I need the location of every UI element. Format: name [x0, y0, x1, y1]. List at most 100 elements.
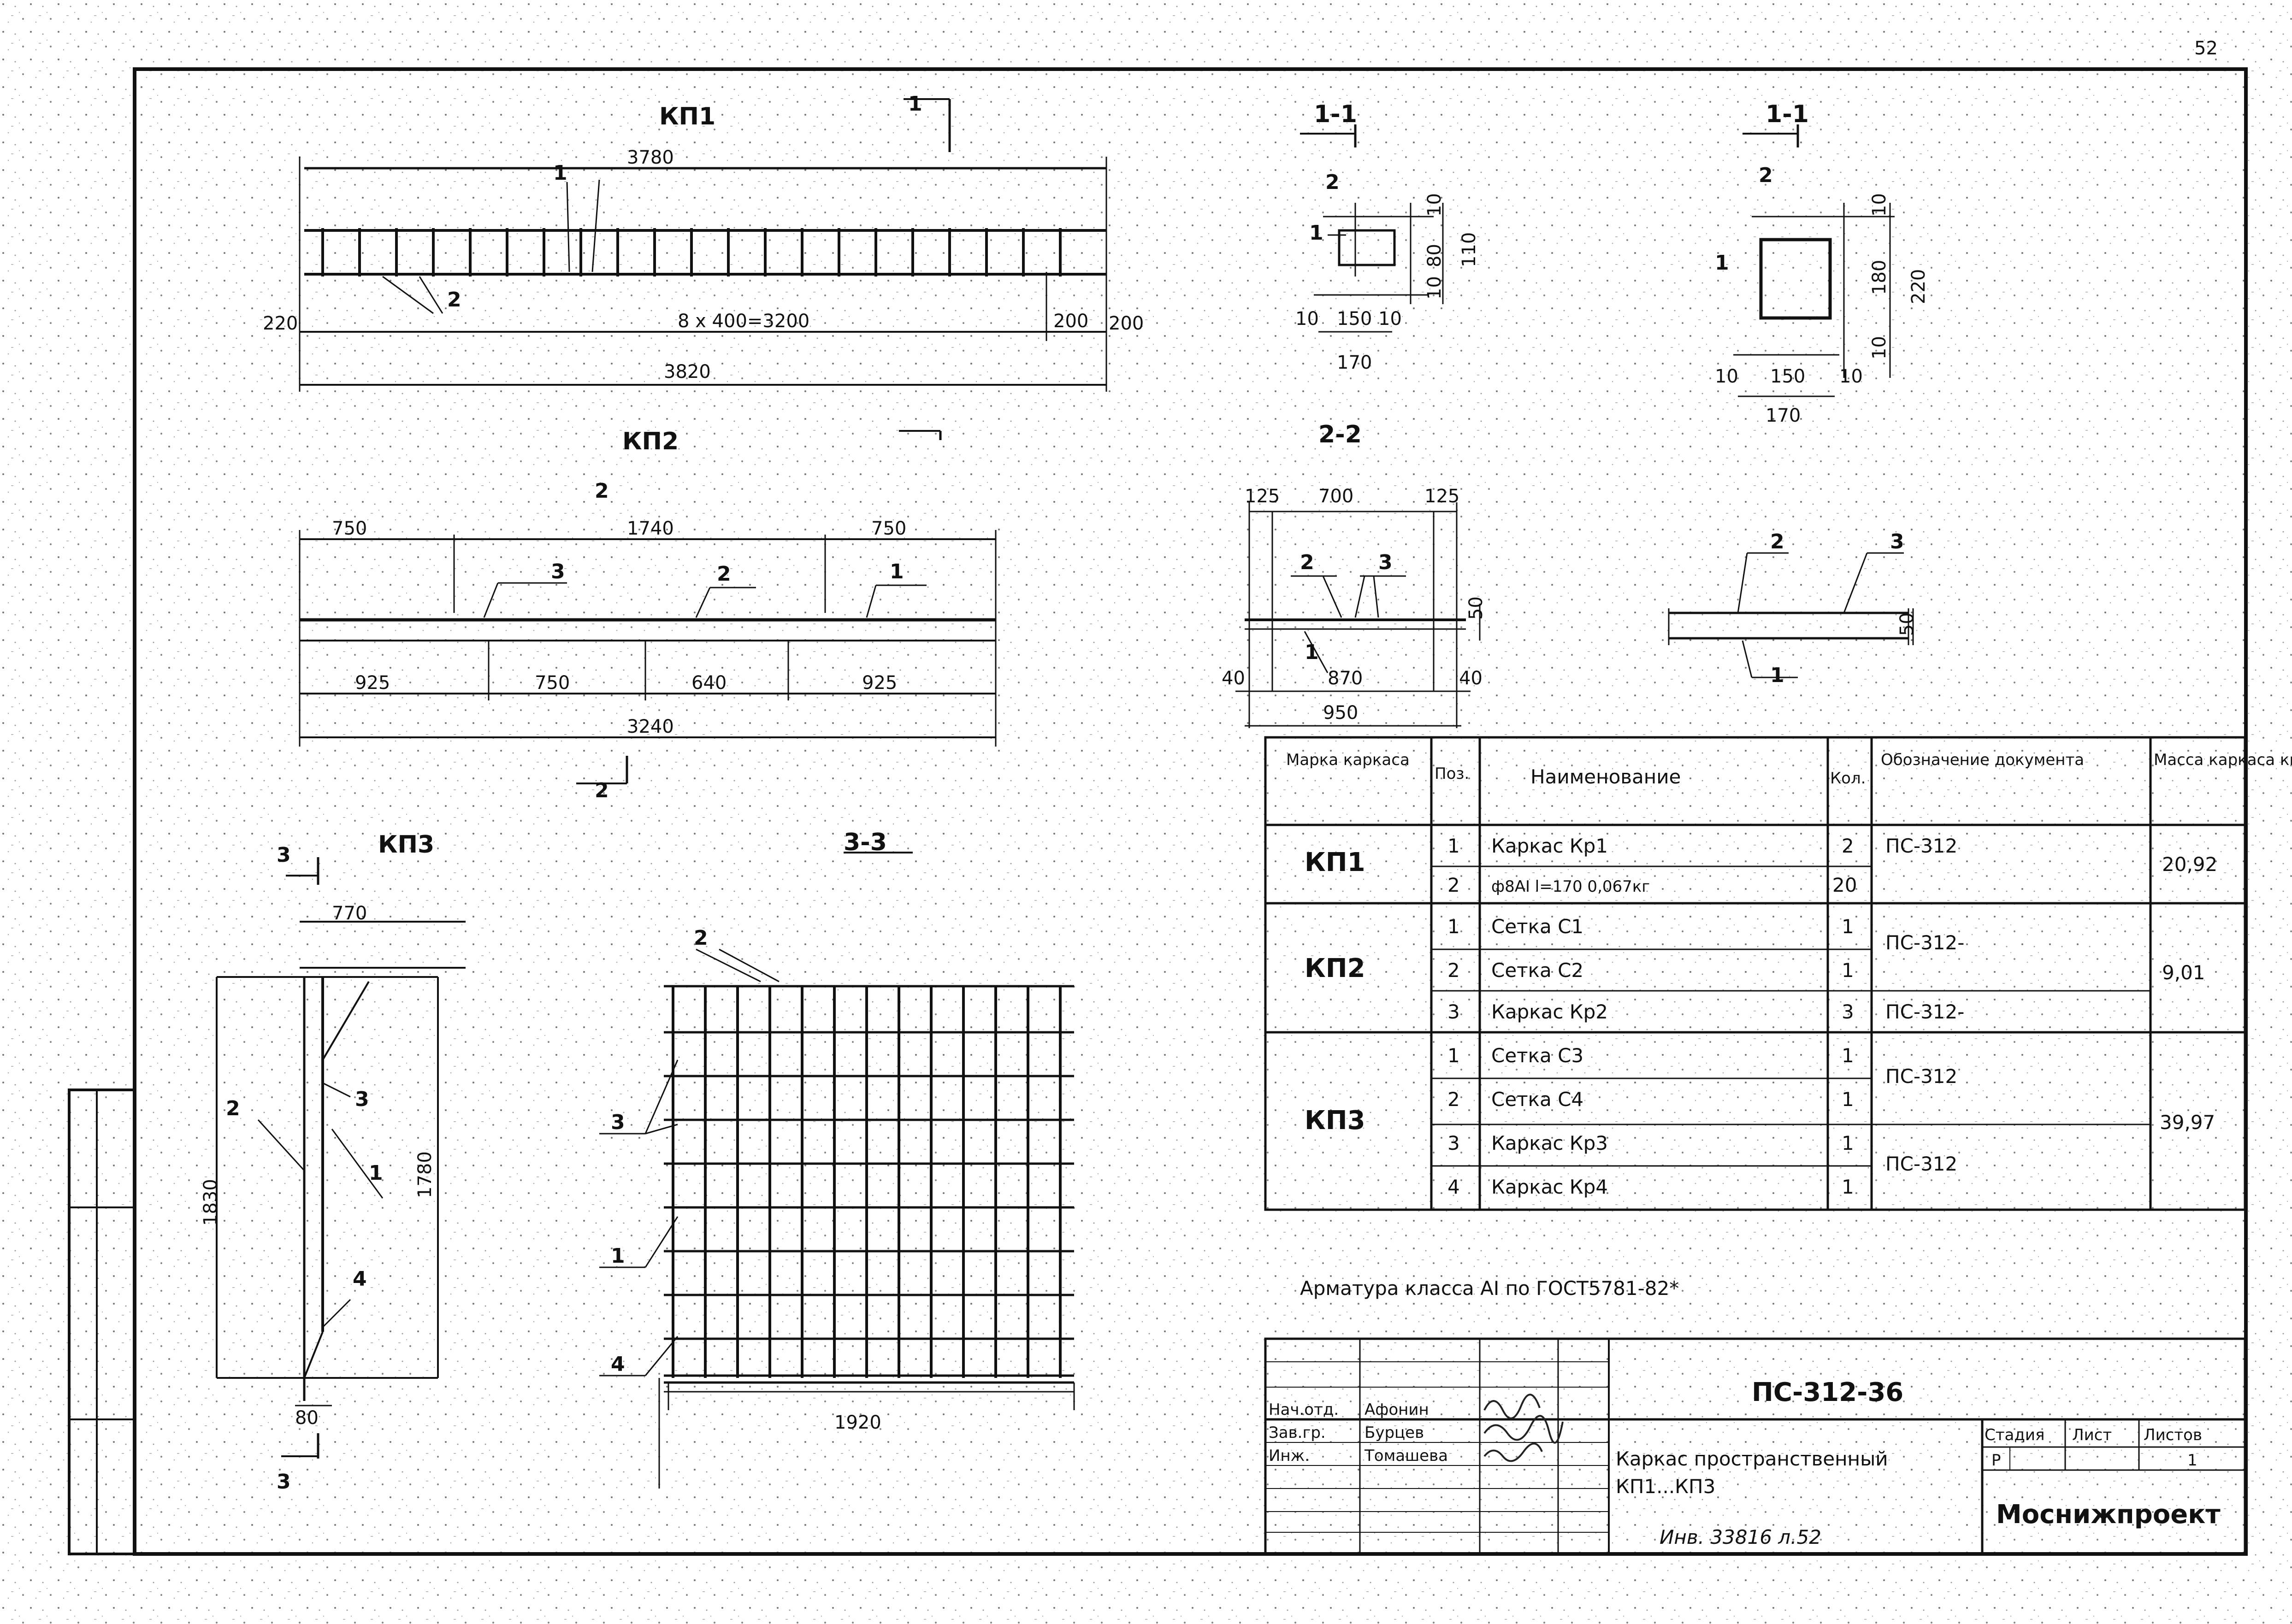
kp2-dim-e: 750 [535, 672, 570, 694]
spec-row-name: Каркас Кр1 [1491, 835, 1608, 857]
kp1-dim-right1: 200 [1053, 311, 1088, 332]
spec-row-qty: 1 [1842, 1132, 1854, 1154]
sec22-dim-1: 700 [1318, 486, 1353, 507]
spec-row-doc: ПС-312- [1885, 1000, 1964, 1023]
sec11b-drawing [1733, 124, 1895, 397]
spec-row-pos: 1 [1447, 1044, 1460, 1067]
spec-header-name: Наименование [1530, 765, 1681, 788]
spec-row-pos: 2 [1447, 874, 1460, 896]
kp3-dim-bottom: 80 [295, 1407, 319, 1429]
spec-row-name: ф8АI l=170 0,067кг [1491, 877, 1650, 896]
stamp-sheets-header: Листов [2144, 1426, 2202, 1444]
kp2-dim-c: 750 [871, 518, 906, 539]
sec11a-dim-1: 150 [1337, 308, 1372, 330]
kp1-dim-top: 3780 [627, 147, 674, 168]
sec22b-pos-1: 1 [1770, 664, 1784, 687]
stamp-role: Инж. [1269, 1447, 1310, 1465]
spec-row-qty: 1 [1842, 959, 1854, 982]
stamp-title-line1: Каркас пространственный [1616, 1447, 1888, 1470]
spec-row-pos: 2 [1447, 959, 1460, 982]
stamp-organization: Моснижпроект [1996, 1500, 2221, 1530]
sec22-dim-6: 950 [1323, 702, 1358, 724]
spec-table [1264, 736, 2246, 1211]
sec11a-title: 1-1 [1314, 100, 1357, 128]
spec-row-qty: 1 [1842, 1044, 1854, 1067]
spec-header-qty: Кол. [1830, 769, 1866, 788]
sec22-dim-3: 40 [1222, 668, 1245, 689]
spec-row-pos: 3 [1447, 1132, 1460, 1154]
spec-row-qty: 1 [1842, 1088, 1854, 1111]
spec-row-pos: 4 [1447, 1176, 1460, 1198]
stamp-stage-header: Стадия [1985, 1426, 2044, 1444]
kp2-dim-g: 925 [862, 672, 897, 694]
kp1-drawing [299, 98, 1107, 392]
spec-mass-kp1: 20,92 [2162, 853, 2217, 876]
kp2-pos-2: 2 [717, 562, 731, 586]
sec22b-drawing [1668, 552, 1914, 678]
kp1-title: КП1 [659, 103, 715, 130]
sec11a-drawing [1300, 124, 1444, 333]
spec-row-pos: 1 [1447, 915, 1460, 938]
spec-header-pos: Поз. [1435, 765, 1469, 783]
spec-header-mass: Масса каркаса кг [2154, 751, 2292, 769]
sec22-dim-7: 50 [1465, 596, 1487, 620]
kp1-dim-right2: 200 [1109, 313, 1144, 334]
sec11a-dim-2: 10 [1378, 308, 1402, 330]
spec-header-mark: Марка каркаса [1286, 751, 1410, 769]
kp3-pos-1: 1 [369, 1161, 383, 1185]
stamp-title-line2: КП1...КП3 [1616, 1475, 1715, 1498]
sec11b-dim-7: 220 [1908, 269, 1929, 304]
spec-row-qty: 3 [1842, 1000, 1854, 1023]
sec11b-dim-5: 10 [1869, 193, 1890, 217]
sec11a-dim-7: 110 [1459, 232, 1480, 267]
sec33-pos-4: 4 [611, 1353, 625, 1376]
sec11b-dim-1: 150 [1770, 366, 1805, 387]
kp3-section-mark-bottom: 3 [277, 1470, 291, 1494]
kp3-pos-3: 3 [355, 1088, 369, 1111]
kp3-dim-top: 770 [332, 903, 367, 924]
sec22-dim-5: 40 [1459, 668, 1483, 689]
sec33-pos-2: 2 [694, 926, 708, 950]
spec-row-pos: 3 [1447, 1000, 1460, 1023]
sec22-pos-3: 3 [1378, 551, 1393, 574]
kp1-section-mark: 1 [908, 92, 922, 116]
sec22-drawing [1235, 502, 1481, 728]
sec11b-pos-1: 1 [1715, 251, 1729, 275]
sec33-title: 3-3 [844, 829, 887, 856]
spec-row-name: Каркас Кр2 [1491, 1000, 1608, 1023]
stamp-name: Томашева [1364, 1447, 1448, 1465]
spec-row-name: Каркас Кр3 [1491, 1132, 1608, 1154]
spec-row-doc: ПС-312 [1885, 835, 1957, 857]
sec11b-pos-2: 2 [1759, 164, 1773, 187]
sec33-pos-3: 3 [611, 1111, 625, 1134]
spec-note: Арматура класса АI по ГОСТ5781-82* [1300, 1277, 1679, 1300]
kp3-dim-h2: 1780 [414, 1151, 436, 1198]
spec-mass-kp2: 9,01 [2162, 961, 2205, 984]
spec-mark-kp2: КП2 [1305, 953, 1365, 983]
kp3-pos-2: 2 [226, 1097, 240, 1120]
kp3-section-mark-top: 3 [277, 843, 291, 867]
stamp-role: Нач.отд. [1269, 1400, 1339, 1419]
kp3-drawing [216, 857, 466, 1459]
spec-row-name: Сетка С2 [1491, 959, 1583, 982]
spec-row-qty: 1 [1842, 1176, 1854, 1198]
stamp-name: Бурцев [1365, 1424, 1424, 1442]
spec-row-qty: 1 [1842, 915, 1854, 938]
stamp-role: Зав.гр. [1269, 1424, 1326, 1442]
sec33-drawing [599, 852, 1075, 1489]
kp1-pos-1: 1 [553, 161, 567, 185]
sec22-pos-1: 1 [1305, 641, 1319, 664]
kp1-dim-left: 220 [263, 313, 298, 334]
spec-row-doc: ПС-312- [1885, 931, 1964, 954]
sec11b-dim-0: 10 [1715, 366, 1738, 387]
sec22b-pos-2: 2 [1770, 530, 1784, 553]
kp3-dim-h1: 1830 [200, 1179, 221, 1226]
sec33-mesh [664, 986, 1074, 1384]
spec-row-name: Сетка С3 [1491, 1044, 1583, 1067]
sec11a-dim-4: 80 [1424, 244, 1445, 267]
spec-row-pos: 2 [1447, 1088, 1460, 1111]
kp2-pos-1: 1 [890, 560, 904, 583]
stamp-sheets: 1 [2187, 1451, 2197, 1470]
sec11b-title: 1-1 [1766, 100, 1809, 128]
